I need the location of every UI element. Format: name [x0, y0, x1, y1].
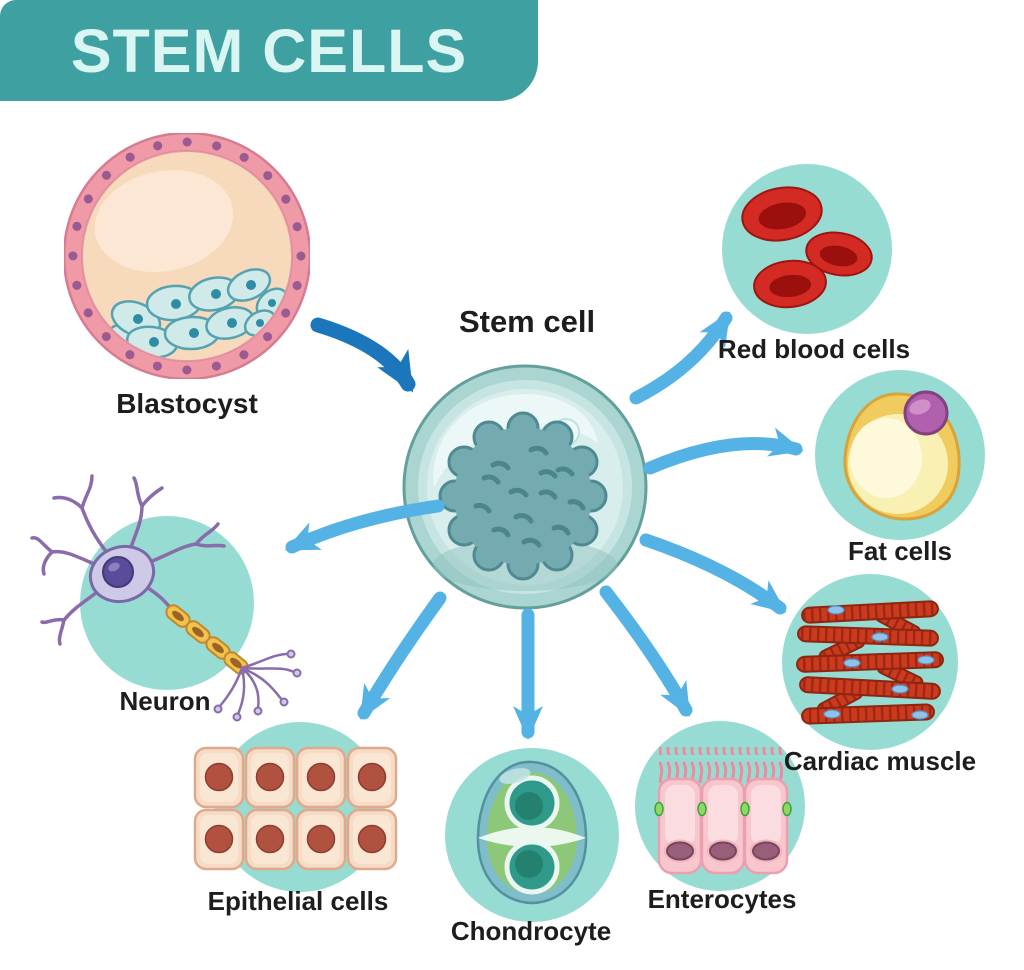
fat-cells-label: Fat cells	[847, 536, 953, 566]
neuron-illustration	[30, 474, 302, 722]
arrow-stem-to-cardiac-muscle	[639, 533, 787, 615]
blastocyst-label: Blastocyst	[116, 388, 258, 419]
enterocytes-label: Enterocytes	[647, 884, 797, 914]
epithelial-cells-illustration	[193, 722, 398, 892]
arrow-stem-to-neuron	[284, 499, 445, 554]
arrow-stem-to-enterocytes	[599, 585, 693, 717]
stem-cell-illustration	[402, 364, 648, 610]
epithelial-cells-label: Epithelial cells	[207, 886, 389, 916]
arrow-stem-to-fat-cells	[643, 427, 804, 475]
arrow-stem-to-red-blood-cells	[629, 311, 733, 405]
chondrocyte-label: Chondrocyte	[450, 916, 612, 946]
fat-cells-illustration	[815, 370, 985, 540]
chondrocyte-illustration	[445, 748, 619, 922]
enterocytes-illustration	[635, 721, 805, 891]
page-title: STEM CELLS	[70, 16, 468, 85]
red-blood-cells-illustration	[722, 164, 892, 334]
title-banner: STEM CELLS	[0, 0, 538, 101]
cardiac-muscle-label: Cardiac muscle	[783, 746, 977, 776]
stem-cell-label: Stem cell	[458, 304, 596, 339]
cardiac-muscle-illustration	[782, 574, 958, 750]
arrow-blastocyst-to-stem-cell	[310, 317, 416, 393]
neuron-label: Neuron	[119, 686, 211, 716]
arrow-stem-to-epithelial-cells	[357, 591, 447, 720]
red-blood-cells-label: Red blood cells	[717, 334, 911, 364]
blastocyst-illustration	[64, 133, 310, 379]
